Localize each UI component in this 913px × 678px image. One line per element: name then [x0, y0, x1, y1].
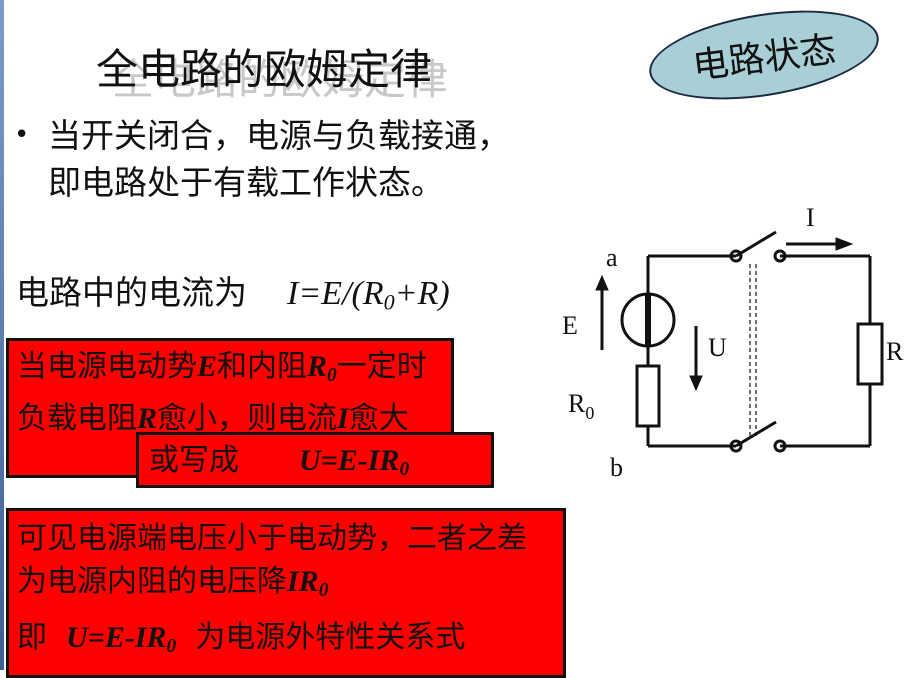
voltage-label: U: [708, 333, 727, 362]
slide-title-text: 全电路的欧姆定律: [96, 45, 433, 94]
switch-top-terminal-right: [773, 249, 787, 263]
current-label-circuit: I: [806, 203, 815, 232]
bullet-text: 当开关闭合，电源与负载接通，即电路处于有载工作状态。: [48, 116, 510, 202]
switch-bottom-terminal-right: [773, 439, 787, 453]
note-box-load: 当电源电动势E和内阻R0一定时负载电阻R愈小，则电流I愈大: [6, 338, 454, 478]
voltage-arrow-head: [689, 375, 703, 392]
circuit-state-badge-label: 电路状态: [690, 29, 839, 88]
switch-top-blade-icon: [735, 230, 777, 258]
slide-title: 全电路的欧姆定律 全电路的欧姆定律: [96, 36, 516, 106]
circuit-diagram: a b E U R I R0: [562, 203, 904, 482]
load-resistor-label: R: [886, 337, 904, 366]
current-formula: I=E/(R0+R): [287, 275, 450, 315]
note-box-formula-label: 或写成: [149, 443, 239, 478]
internal-resistor-icon: [635, 364, 661, 428]
switch-top-terminal-left: [729, 249, 743, 263]
current-arrow-head: [835, 237, 854, 251]
current-line: 电路中的电流为 I=E/(R0+R): [16, 266, 450, 316]
emf-arrow-head: [595, 274, 609, 291]
current-label: 电路中的电流为: [16, 273, 247, 312]
bullet-dot-icon: •: [14, 120, 30, 150]
bullet-item: • 当开关闭合，电源与负载接通，即电路处于有载工作状态。: [14, 112, 544, 206]
slide-title-shadow: 全电路的欧姆定律: [112, 55, 449, 104]
node-a-label: a: [606, 243, 618, 272]
internal-resistor-label: R0: [568, 389, 594, 423]
note-box-formula-text: U=E-IR0: [299, 444, 410, 480]
note-box-formula: 或写成 U=E-IR0: [136, 432, 494, 488]
load-resistor-icon: [856, 322, 884, 386]
circuit-state-badge: 电路状态: [643, 0, 885, 114]
note-box-terminal-voltage: 可见电源端电压小于电动势，二者之差为电源内阻的电压降IR0 即 U=E-IR0 …: [6, 508, 566, 678]
terminal-voltage-line2: 即 U=E-IR0 为电源外特性关系式: [17, 619, 466, 657]
node-b-label: b: [610, 453, 623, 482]
slide-left-strip: [0, 0, 4, 670]
emf-label: E: [562, 311, 578, 340]
switch-bottom-terminal-left: [729, 439, 743, 453]
terminal-voltage-line1: 可见电源端电压小于电动势，二者之差为电源内阻的电压降IR0: [17, 521, 527, 601]
